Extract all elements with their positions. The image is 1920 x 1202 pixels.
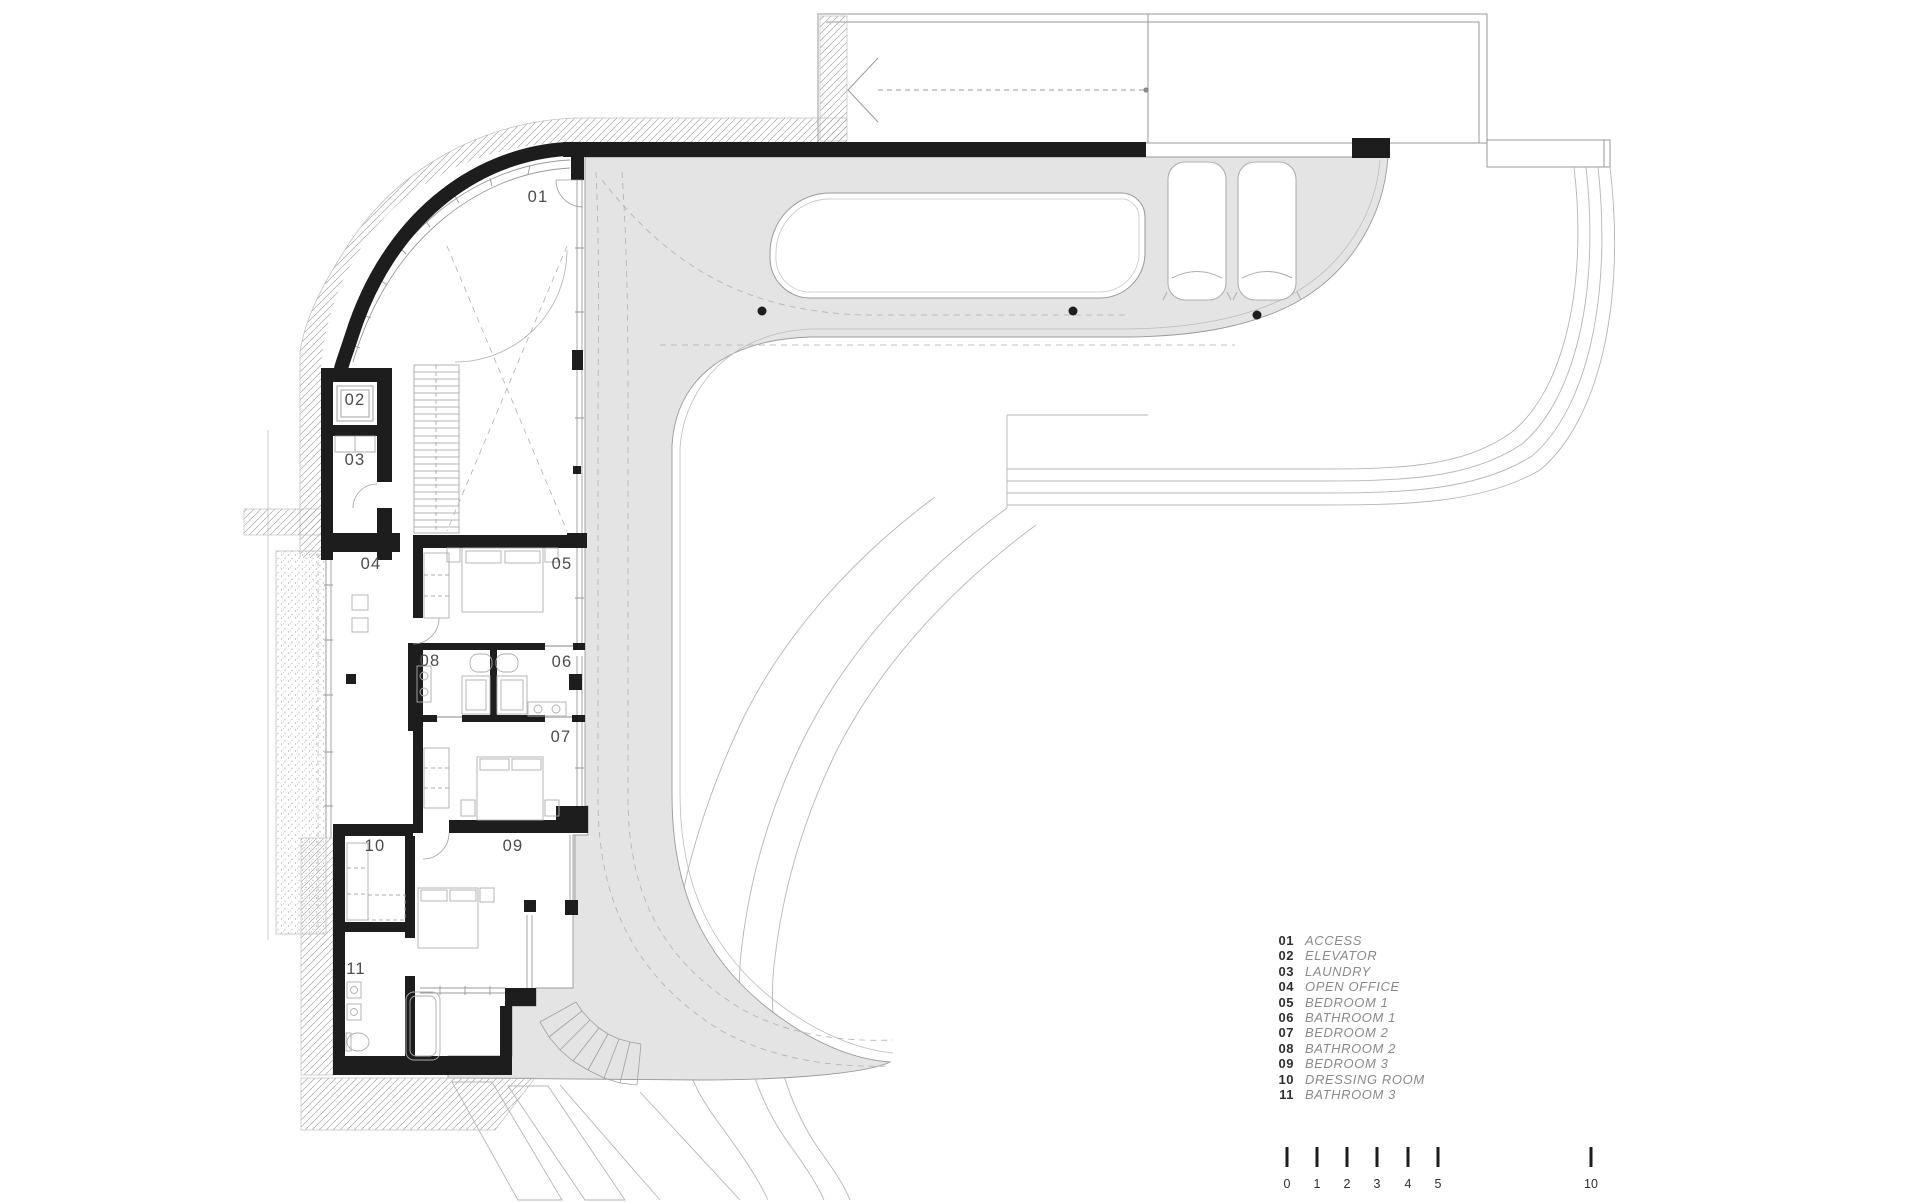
legend-row: 11 BATHROOM 3	[1268, 1087, 1425, 1102]
room-label-bathroom-3: 11	[346, 960, 366, 978]
room-label-bathroom-2: 08	[420, 652, 441, 670]
legend-number: 01	[1278, 933, 1294, 948]
legend-row: 10 DRESSING ROOM	[1268, 1072, 1425, 1087]
scale-mark-10: 10	[1584, 1177, 1598, 1191]
double-height-void	[446, 245, 568, 532]
room-label-bathroom-1: 06	[552, 653, 573, 671]
legend-room-name: ELEVATOR	[1305, 948, 1378, 964]
room-label-laundry: 03	[345, 451, 366, 469]
legend-room-name: BEDROOM 2	[1305, 1025, 1389, 1041]
legend-room-name: ACCESS	[1305, 933, 1363, 948]
legend-number: 06	[1278, 1009, 1294, 1025]
legend-row: 02 ELEVATOR	[1268, 948, 1425, 963]
legend-number: 10	[1278, 1071, 1294, 1087]
scale-mark-5: 5	[1435, 1177, 1442, 1191]
scale-mark-2: 2	[1344, 1177, 1351, 1191]
legend-room-name: BEDROOM 1	[1305, 994, 1389, 1010]
room-label-elevator: 02	[345, 391, 366, 409]
walls	[321, 138, 1390, 1075]
legend-number: 08	[1278, 1040, 1294, 1056]
legend-row: 09 BEDROOM 3	[1268, 1056, 1425, 1071]
scale-bar: 0 1 2 3 4 5 10	[1284, 1147, 1598, 1191]
furniture	[345, 547, 567, 1061]
legend-row: 04 OPEN OFFICE	[1268, 979, 1425, 994]
external-curved-stair	[539, 1001, 642, 1086]
legend-number: 02	[1278, 948, 1294, 964]
terrain-lines	[451, 1081, 741, 1201]
scale-mark-3: 3	[1374, 1177, 1381, 1191]
legend-room-name: OPEN OFFICE	[1305, 979, 1400, 995]
legend-row: 07 BEDROOM 2	[1268, 1025, 1425, 1040]
driveway-dashed-tracks	[595, 171, 1235, 1067]
legend-row: 08 BATHROOM 2	[1268, 1041, 1425, 1056]
ramp-direction-arrow	[847, 57, 1149, 123]
room-label-access: 01	[528, 188, 549, 206]
room-label-dressing-room: 10	[365, 837, 386, 855]
legend-room-name: BATHROOM 3	[1305, 1086, 1396, 1102]
interior-stair	[413, 364, 460, 534]
legend-number: 03	[1278, 963, 1294, 979]
door-swings	[412, 179, 584, 860]
legend-room-name: BATHROOM 1	[1305, 1009, 1396, 1025]
legend-row: 05 BEDROOM 1	[1268, 995, 1425, 1010]
courtyard-void	[769, 192, 1146, 299]
driveway-curb-line	[679, 159, 1381, 1054]
legend-room-name: DRESSING ROOM	[1305, 1071, 1425, 1087]
planter-strip	[267, 430, 327, 940]
scale-mark-0: 0	[1284, 1177, 1291, 1191]
legend-row: 06 BATHROOM 1	[1268, 1010, 1425, 1025]
legend-room-name: LAUNDRY	[1305, 963, 1371, 979]
hall-door-swing	[454, 249, 568, 363]
parked-cars	[1162, 161, 1302, 301]
scale-mark-1: 1	[1314, 1177, 1321, 1191]
legend-number: 07	[1278, 1025, 1294, 1041]
room-label-bedroom-2: 07	[551, 728, 572, 746]
room-label-bedroom-3: 09	[503, 837, 524, 855]
legend-number: 05	[1278, 994, 1294, 1010]
legend-number: 09	[1278, 1056, 1294, 1072]
room-label-open-office: 04	[361, 555, 382, 573]
legend-room-name: BEDROOM 3	[1305, 1056, 1389, 1072]
driveway-paving	[447, 156, 1389, 1081]
laundry-fixtures	[334, 435, 378, 509]
legend-room-name: BATHROOM 2	[1305, 1040, 1396, 1056]
scale-mark-4: 4	[1405, 1177, 1412, 1191]
site-road-curves	[1006, 166, 1616, 508]
room-labels: 01 02 03 04 05 06 07 08 09 10 11	[345, 188, 573, 978]
structural-columns	[757, 306, 1262, 320]
legend-row: 03 LAUNDRY	[1268, 964, 1425, 979]
legend-number: 04	[1278, 979, 1294, 995]
room-label-bedroom-1: 05	[552, 555, 573, 573]
elevator-cab	[333, 382, 377, 425]
room-legend: 01 ACCESS 02 ELEVATOR 03 LAUNDRY 04 OPEN OFF…	[1268, 933, 1425, 1102]
legend-number: 11	[1279, 1086, 1294, 1102]
garden-terrace-curves	[670, 496, 1037, 1201]
legend-row: 01 ACCESS	[1268, 933, 1425, 948]
upper-ramp-outline	[817, 13, 1611, 168]
